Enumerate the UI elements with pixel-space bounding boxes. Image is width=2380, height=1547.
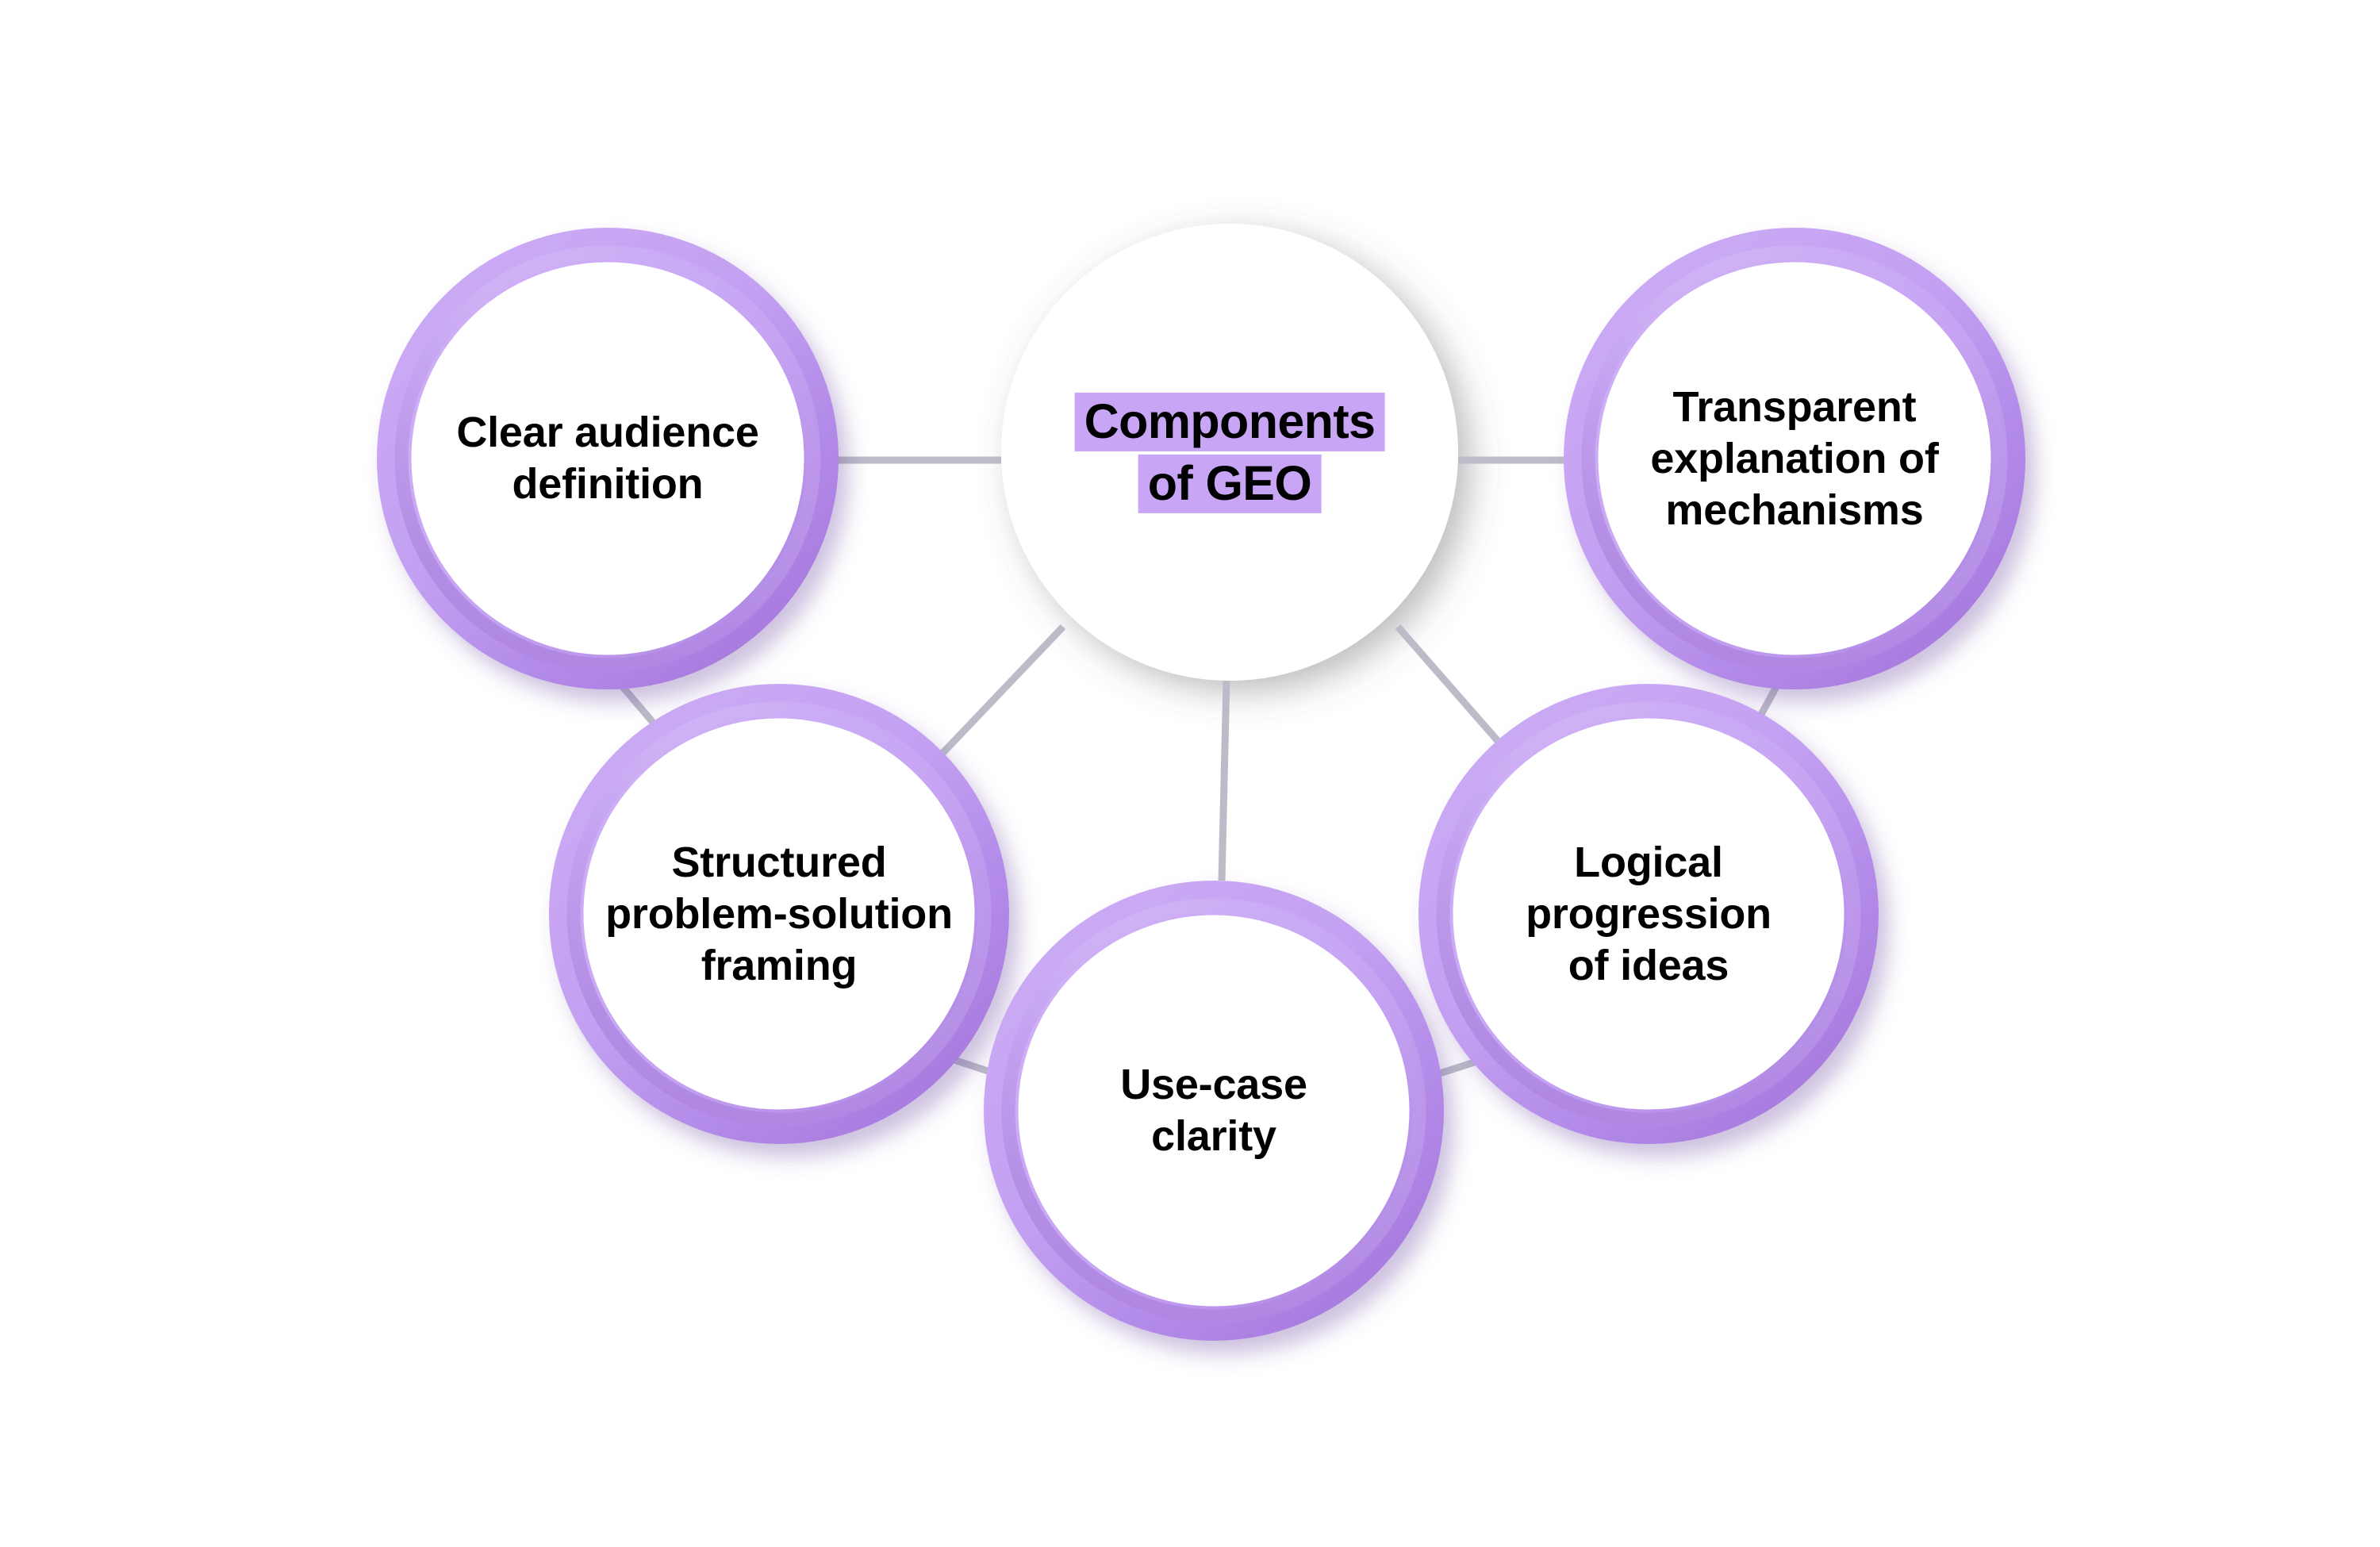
node-ring-outer xyxy=(377,228,839,689)
node-use-case-clarity[interactable] xyxy=(984,881,1444,1341)
node-transparent-explanation-of-mechanisms[interactable] xyxy=(1564,228,2025,689)
node-face xyxy=(1018,915,1410,1307)
node-structured-problem-solution-framing[interactable] xyxy=(549,684,1009,1144)
node-face xyxy=(583,718,975,1110)
node-face xyxy=(411,262,804,655)
node-ring-shading xyxy=(394,245,821,672)
node-ring-shading xyxy=(1001,898,1426,1323)
connector-line xyxy=(931,624,1066,765)
node-ring-shading xyxy=(1436,701,1861,1127)
node-ring-outer xyxy=(984,881,1444,1341)
center-title-line-2: of GEO xyxy=(1138,455,1322,513)
node-face xyxy=(1453,718,1844,1110)
node-face xyxy=(1598,262,1991,655)
node-ring-outer xyxy=(1418,684,1879,1144)
center-title-line-1: Components xyxy=(1074,392,1385,451)
node-ring-shading xyxy=(1581,245,2008,672)
center-hub-circle xyxy=(1001,224,1458,681)
node-clear-audience-definition[interactable] xyxy=(377,228,839,689)
node-ring-outer xyxy=(549,684,1009,1144)
node-ring-shading xyxy=(566,701,992,1127)
connector-line xyxy=(1395,624,1512,756)
node-logical-progression-of-ideas[interactable] xyxy=(1418,684,1879,1144)
connector-line xyxy=(1218,680,1230,881)
node-ring-outer xyxy=(1564,228,2025,689)
